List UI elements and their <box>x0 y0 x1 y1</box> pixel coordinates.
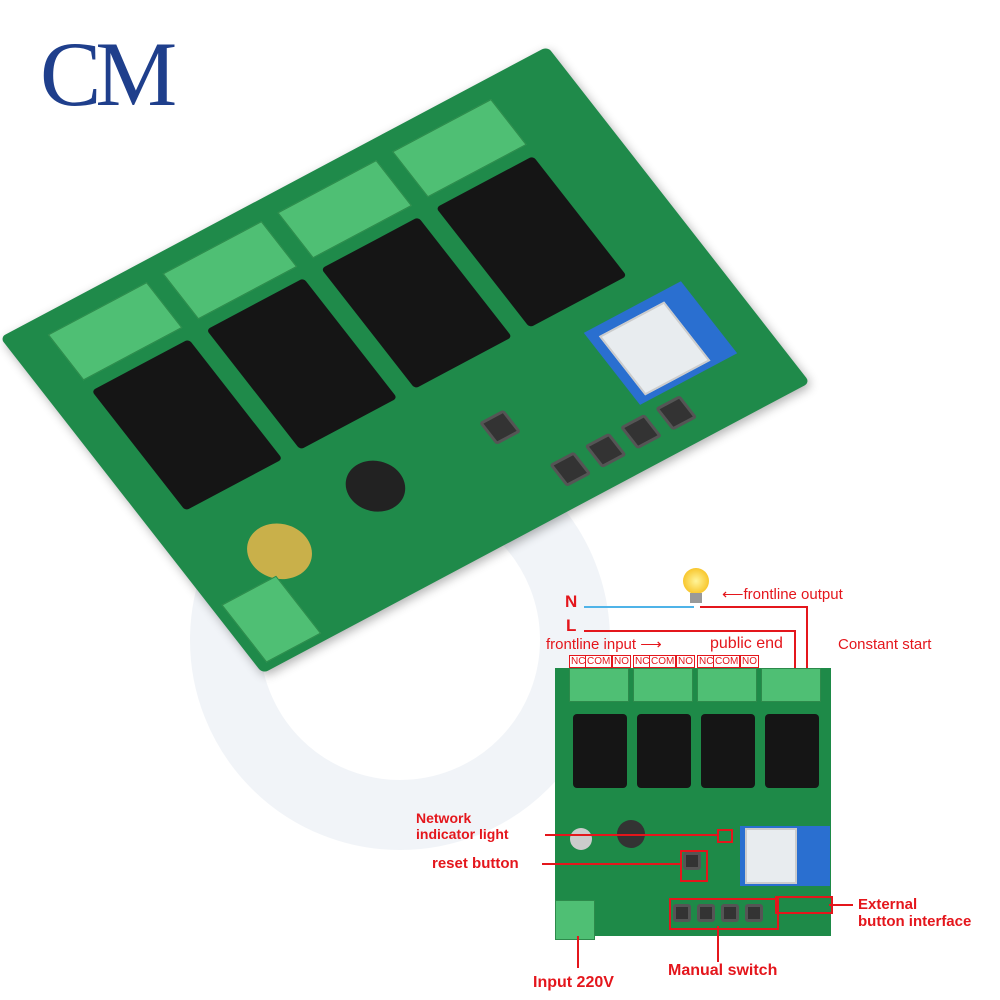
manual-button[interactable] <box>745 904 763 922</box>
manual-button[interactable] <box>697 904 715 922</box>
manual-button[interactable] <box>655 395 698 431</box>
terminal-block <box>569 668 629 702</box>
arrow-down-icon <box>717 926 719 962</box>
manual-button[interactable] <box>673 904 691 922</box>
bulb-base <box>690 593 702 603</box>
label-line: Network <box>416 810 472 826</box>
pin-label: NO <box>612 655 631 668</box>
indicator-highlight <box>717 829 733 843</box>
manual-switch-highlight <box>669 898 779 930</box>
live-label: L <box>566 616 577 635</box>
manual-button[interactable] <box>549 451 592 487</box>
arrow-down-icon <box>577 936 579 968</box>
neutral-label: N <box>565 592 578 611</box>
pin-label: NO <box>676 655 695 668</box>
frontline-output-label: ⟵frontline output <box>722 585 843 603</box>
reset-button[interactable] <box>478 409 522 446</box>
label-line: External <box>858 896 918 913</box>
relay <box>573 714 627 788</box>
label-line: indicator light <box>416 826 509 842</box>
terminal-block <box>633 668 693 702</box>
module-shield <box>745 828 797 884</box>
manual-button[interactable] <box>619 413 663 450</box>
relay-board-diagram <box>555 668 831 940</box>
pin-label: COM <box>713 655 741 668</box>
arrow-left-icon <box>545 834 717 836</box>
manual-button[interactable] <box>721 904 739 922</box>
output-wire-down <box>806 606 808 686</box>
relay <box>637 714 691 788</box>
public-end-label: public end <box>710 635 783 652</box>
frontline-output-text: frontline output <box>743 586 843 603</box>
live-wire <box>584 630 795 632</box>
capacitor <box>570 828 592 850</box>
input-220v-label: Input 220V <box>533 974 614 991</box>
reset-highlight <box>680 850 708 882</box>
output-wire <box>700 606 808 608</box>
constant-start-label: Constant start <box>838 636 932 653</box>
arrow-right-icon: ⟶ <box>640 636 662 653</box>
inductor <box>333 451 417 522</box>
live-wire-down <box>794 630 796 686</box>
arrow-left-icon: ⟵ <box>722 586 744 603</box>
frontline-input-label: frontline input ⟶ <box>546 635 662 653</box>
light-bulb-icon <box>683 568 709 594</box>
pin-label: COM <box>649 655 677 668</box>
pin-label: NO <box>740 655 759 668</box>
external-interface-highlight <box>775 896 833 914</box>
frontline-input-text: frontline input <box>546 636 637 653</box>
pin-label: COM <box>585 655 613 668</box>
arrow-left-icon <box>542 863 680 865</box>
label-line: button interface <box>858 913 972 930</box>
terminal-block <box>697 668 757 702</box>
neutral-wire <box>584 606 694 608</box>
manual-button[interactable] <box>584 432 627 469</box>
arrow-right-icon <box>829 904 853 906</box>
capacitor <box>234 513 325 590</box>
manual-switch-label: Manual switch <box>668 962 778 979</box>
power-terminal <box>555 900 595 940</box>
brand-logo: CM <box>40 23 177 125</box>
reset-button-label: reset button <box>432 855 519 872</box>
relay <box>701 714 755 788</box>
reset-button[interactable] <box>683 852 701 870</box>
relay <box>765 714 819 788</box>
terminal-block <box>761 668 821 702</box>
